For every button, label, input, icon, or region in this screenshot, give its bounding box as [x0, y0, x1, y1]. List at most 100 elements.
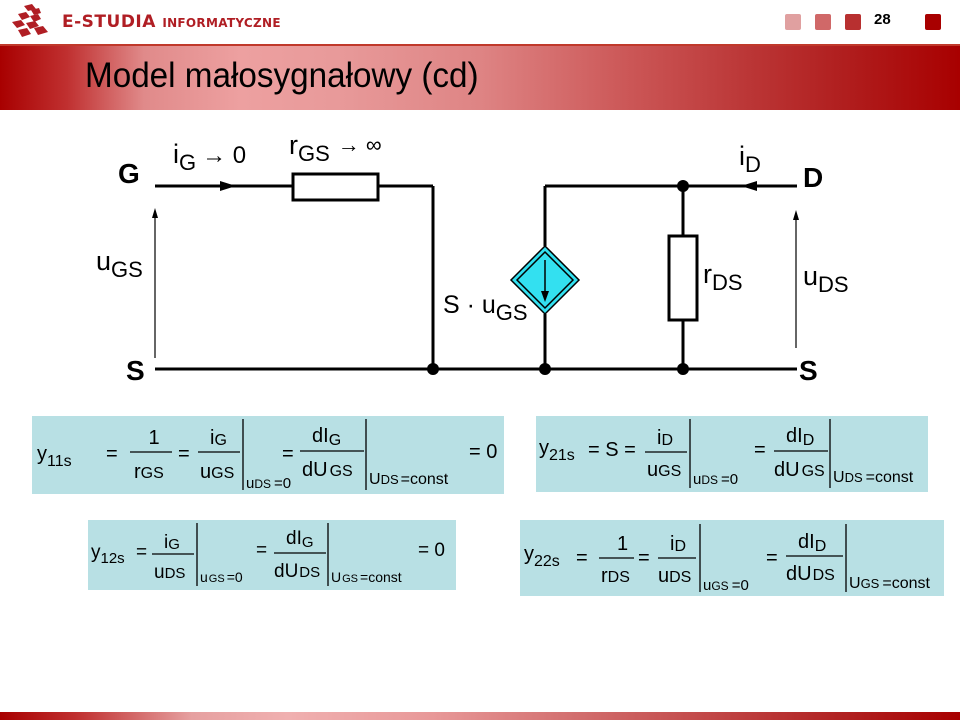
math-text: UGS=const	[849, 575, 931, 592]
math-text: GS	[141, 465, 164, 482]
brand-main: E-STUDIA	[62, 12, 156, 32]
math-text: =const	[866, 469, 914, 486]
math-text: 11s	[47, 453, 72, 470]
math-text: y21s	[539, 437, 575, 464]
math-text: dI	[786, 425, 803, 447]
nav-square-3[interactable]	[845, 14, 861, 30]
math-text: GS	[802, 463, 825, 480]
math-text: u	[658, 565, 669, 587]
math-text: =	[638, 547, 650, 569]
math-text: dU	[774, 459, 800, 481]
math-text: G	[168, 536, 180, 553]
diagram-shape	[18, 12, 30, 20]
math-text: DS	[813, 567, 835, 584]
math-text: i	[210, 427, 214, 449]
math-text: 22s	[534, 553, 560, 570]
math-text: G	[179, 150, 196, 175]
math-text: dU	[302, 459, 328, 481]
diagram-shape	[12, 20, 25, 28]
math-text: iG	[164, 532, 180, 553]
math-text: DS	[608, 569, 630, 586]
math-text: u	[96, 246, 111, 276]
title-bar	[0, 44, 960, 110]
math-text: y	[91, 542, 101, 563]
math-text: dI	[312, 425, 329, 447]
equation-y12: y12s = iG uDS uGS=0 = dIG dUDS UGS=const…	[88, 520, 456, 590]
id-arrow-icon	[741, 181, 757, 191]
math-text: y	[524, 543, 534, 565]
math-text: r	[134, 461, 141, 483]
math-text: u	[200, 461, 211, 483]
nav-square-4[interactable]	[925, 14, 941, 30]
nav-square-1[interactable]	[785, 14, 801, 30]
math-text: i	[657, 427, 661, 449]
dependent-current-source	[509, 244, 581, 316]
node-3	[677, 363, 689, 375]
math-text: =	[282, 443, 294, 465]
math-text: =	[754, 439, 766, 461]
math-text: dU	[274, 561, 298, 582]
math-text: rGS	[134, 461, 164, 483]
math-text: = S =	[588, 439, 636, 461]
math-text: GS	[658, 463, 681, 480]
math-text: D	[815, 538, 827, 555]
math-text: GS	[298, 141, 330, 166]
math-text: i	[670, 533, 674, 555]
math-text: D	[674, 538, 686, 555]
math-text: =const	[360, 569, 402, 585]
math-text: =	[178, 443, 190, 465]
math-text: dI	[286, 528, 302, 549]
math-text: U	[849, 575, 861, 592]
math-text: =const	[882, 575, 930, 592]
math-text: dIG	[312, 425, 341, 449]
math-text: G	[214, 432, 226, 449]
math-text: DS	[165, 565, 186, 582]
nav-square-2[interactable]	[815, 14, 831, 30]
math-text: G	[302, 534, 314, 551]
math-text: i	[739, 141, 745, 171]
math-text: dI	[798, 531, 815, 553]
math-text: u	[200, 569, 208, 585]
resistor-rds	[667, 234, 699, 322]
math-text: dUDS	[274, 561, 320, 582]
rds-label: rDS	[703, 259, 743, 295]
slide-header: E-STUDIA INFORMATYCZNE 28	[0, 0, 960, 44]
uds-arrow-icon	[793, 210, 799, 220]
math-text: u	[154, 562, 165, 583]
terminal-s-left: S	[126, 355, 145, 386]
math-text: 21s	[549, 447, 575, 464]
math-text: GS	[496, 300, 528, 325]
math-text: r	[601, 565, 608, 587]
math-text: dU	[786, 563, 812, 585]
math-text: U	[331, 569, 341, 585]
terminal-d: D	[803, 162, 823, 193]
diagram-shape	[30, 14, 41, 22]
math-text: DS	[845, 470, 863, 485]
math-text: =0	[227, 569, 243, 585]
math-text: = 0	[418, 540, 445, 561]
math-text: y12s	[91, 542, 125, 567]
ugs-label: uGS	[96, 246, 143, 282]
rgs-label: rGS→ ∞	[289, 130, 382, 166]
math-text: =	[136, 542, 147, 563]
math-text: GS	[861, 576, 880, 591]
math-text: u	[647, 459, 658, 481]
math-text: u	[693, 471, 701, 488]
diagram-shape	[24, 4, 36, 11]
math-text: U	[369, 471, 381, 488]
math-text: iG	[210, 427, 227, 449]
diagram-shape	[31, 8, 41, 15]
math-text: uGS=0	[703, 577, 749, 594]
math-text: DS	[712, 270, 743, 295]
math-text: =0	[732, 577, 749, 594]
checkered-tiles-logo-icon	[12, 4, 48, 37]
terminal-s-right: S	[799, 355, 818, 386]
math-text: DS	[701, 473, 718, 487]
math-text: =	[576, 547, 588, 569]
math-text: uDS=0	[246, 475, 291, 492]
math-text: GS	[211, 465, 234, 482]
math-text: UDS=const	[833, 469, 914, 486]
math-text: → 0	[202, 142, 246, 169]
math-text: =	[256, 540, 267, 561]
